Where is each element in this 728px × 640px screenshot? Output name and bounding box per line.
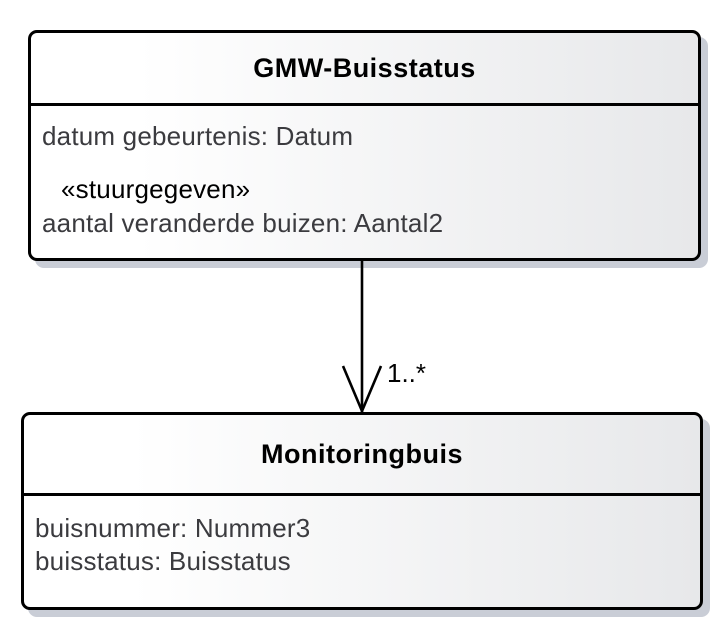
attribute-stereotype-label: «stuurgegeven» <box>61 174 251 204</box>
open-arrowhead-icon <box>341 365 383 415</box>
attributes-compartment: buisnummer: Nummer3 buisstatus: Buisstat… <box>24 493 700 578</box>
class-title: GMW-Buisstatus <box>253 52 476 83</box>
class-title: Monitoringbuis <box>261 438 463 469</box>
attribute-line: aantal veranderde buizen: Aantal2 <box>42 208 444 238</box>
class-box-gmw-buisstatus[interactable]: GMW-Buisstatus datum gebeurtenis: Datum … <box>28 30 701 261</box>
multiplicity-label[interactable]: 1..* <box>387 358 427 388</box>
attribute-line: buisstatus: Buisstatus <box>35 546 291 576</box>
attribute-line: datum gebeurtenis: Datum <box>42 121 354 151</box>
attribute-line: buisnummer: Nummer3 <box>35 513 311 543</box>
association-connector[interactable] <box>330 258 450 416</box>
class-name-header: Monitoringbuis <box>24 415 700 493</box>
attributes-compartment: datum gebeurtenis: Datum «stuurgegeven» … <box>31 103 698 238</box>
class-name-header: GMW-Buisstatus <box>31 33 698 103</box>
class-box-monitoringbuis[interactable]: Monitoringbuis buisnummer: Nummer3 buiss… <box>21 412 703 610</box>
